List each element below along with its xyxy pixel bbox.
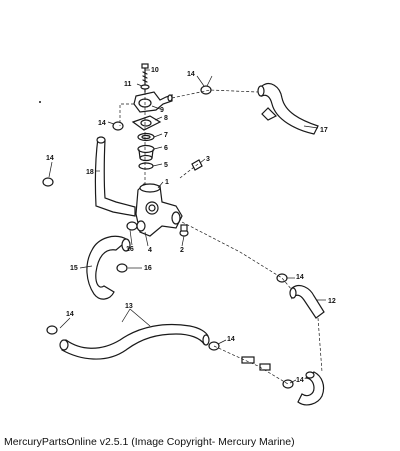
callout-11: 11 [124,81,132,88]
callout-14e: 14 [66,311,74,318]
elbow-housing-part[interactable] [133,91,173,113]
callout-18: 18 [86,169,94,176]
callout-14c: 14 [46,155,54,162]
thermostat-part[interactable] [137,144,155,162]
callout-8: 8 [164,115,168,122]
callout-16b: 16 [144,265,152,272]
callout-7: 7 [164,132,168,139]
callout-10: 10 [151,67,159,74]
callout-6: 6 [164,145,168,152]
drain-plug-part[interactable] [179,224,189,237]
connector-fitting-part[interactable] [241,356,271,371]
callout-14d: 14 [296,274,304,281]
callout-9: 9 [160,107,164,114]
hose-clamp-part[interactable] [42,85,294,389]
callout-16a: 16 [126,246,134,253]
thermostat-seal-part[interactable] [137,132,155,142]
hose-lower-right-part[interactable] [297,371,325,406]
stray-mark [39,101,41,103]
assembly-dashed-lines [119,89,323,385]
callout-15: 15 [70,265,78,272]
thermostat-gasket-part[interactable] [138,162,154,170]
callout-5: 5 [164,162,168,169]
washer-part[interactable] [140,84,150,90]
callout-14f: 14 [227,336,235,343]
callout-labels: 1 2 3 4 5 6 7 8 9 10 11 12 13 14 14 14 1… [46,67,336,384]
hose-13-part[interactable] [59,323,210,360]
callout-14a: 14 [187,71,195,78]
image-caption: MercuryPartsOnline v2.5.1 (Image Copyrig… [4,436,295,448]
hose-12-part[interactable] [289,284,325,319]
hose-15-part[interactable] [86,235,131,300]
gasket-part[interactable] [131,115,162,131]
callout-12: 12 [328,298,336,305]
callout-14g: 14 [296,377,304,384]
callout-4: 4 [148,247,152,254]
callout-1: 1 [165,179,169,186]
callout-13: 13 [125,303,133,310]
callout-leader-lines [48,69,326,384]
callout-2: 2 [180,247,184,254]
hose-17-part[interactable] [257,83,319,135]
callout-17: 17 [320,127,328,134]
callout-3: 3 [206,156,210,163]
hose-18-part[interactable] [94,136,136,217]
thermostat-housing-part[interactable] [135,183,183,237]
callout-14b: 14 [98,120,106,127]
